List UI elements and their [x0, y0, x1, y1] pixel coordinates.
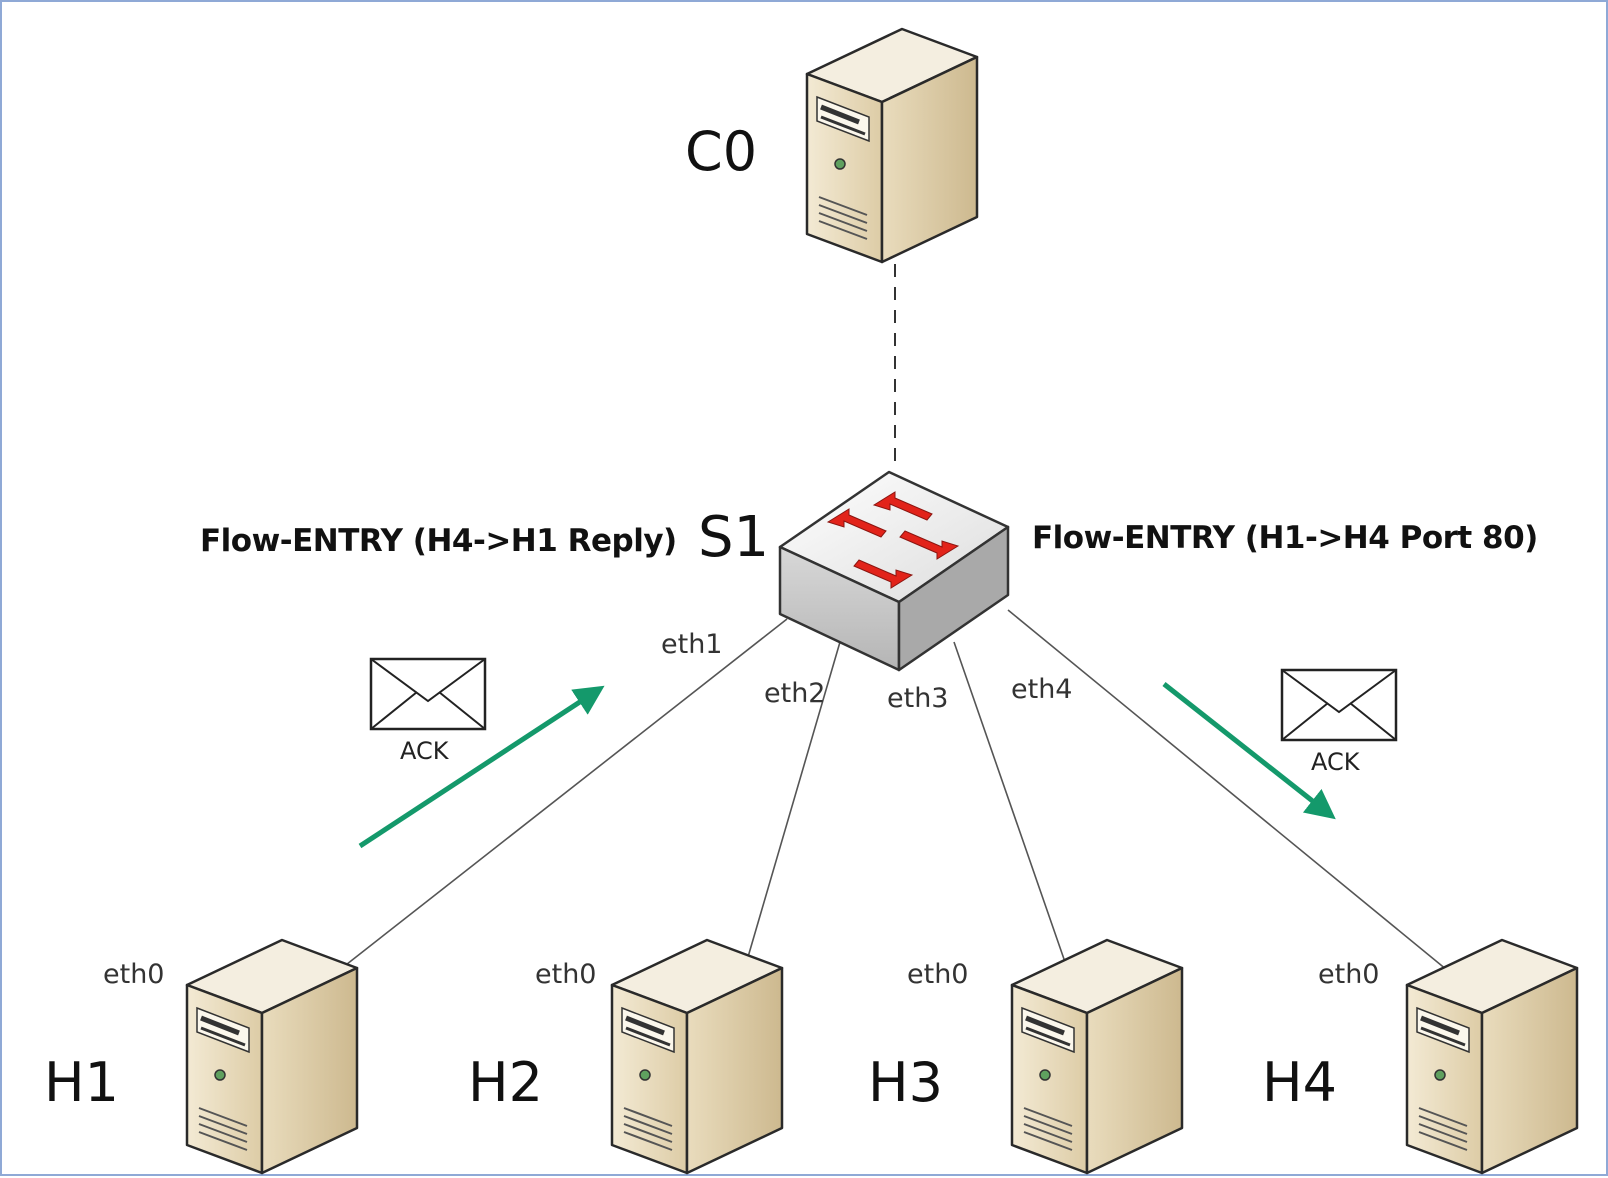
- envelope-icon-right: [1280, 668, 1398, 742]
- host-label-h3: H3: [868, 1051, 943, 1114]
- host-port-h4: eth0: [1318, 959, 1380, 990]
- switch-icon: [778, 470, 1010, 672]
- host-label-h4: H4: [1262, 1051, 1337, 1114]
- host-port-h2: eth0: [535, 959, 597, 990]
- switch-port-eth1: eth1: [661, 629, 723, 660]
- host-label-h1: H1: [44, 1051, 119, 1114]
- host-server-icon-h4: [1407, 940, 1577, 1173]
- switch-port-eth4: eth4: [1011, 674, 1073, 705]
- arrow-icon-down: [1162, 682, 1336, 820]
- packet-label-right: ACK: [1311, 748, 1360, 776]
- host-port-h1: eth0: [103, 959, 165, 990]
- link-h3: [953, 641, 1066, 963]
- link-h1: [341, 618, 788, 969]
- host-label-h2: H2: [468, 1051, 543, 1114]
- switch-port-eth2: eth2: [764, 678, 826, 709]
- host-server-icon-h1: [187, 940, 357, 1173]
- packet-label-left: ACK: [400, 737, 449, 765]
- link-h2: [747, 641, 841, 958]
- switch-port-eth3: eth3: [887, 683, 949, 714]
- host-server-icon-h3: [1012, 940, 1182, 1173]
- switch-label: S1: [698, 505, 770, 570]
- envelope-icon-left: [369, 657, 487, 731]
- flow-entry-left: Flow-ENTRY (H4->H1 Reply): [200, 523, 677, 559]
- flow-entry-right: Flow-ENTRY (H1->H4 Port 80): [1032, 520, 1538, 556]
- switch-arrows-icon: [826, 491, 960, 589]
- controller-label: C0: [685, 120, 758, 183]
- link-h4: [1007, 609, 1448, 971]
- host-port-h3: eth0: [907, 959, 969, 990]
- arrow-icon-up: [358, 685, 605, 849]
- controller-server-icon: [807, 29, 977, 262]
- host-server-icon-h2: [612, 940, 782, 1173]
